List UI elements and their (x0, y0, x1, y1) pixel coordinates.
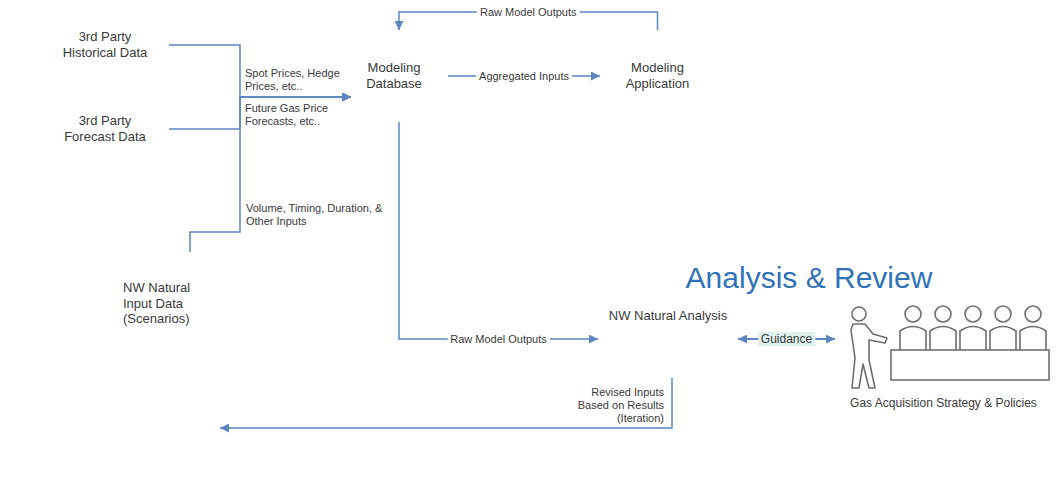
node-label: Modeling Application (610, 60, 705, 91)
text-block: 3rd Party Forecast Data (53, 113, 157, 144)
people-group: Gas Acquisition Strategy & Policies (835, 300, 1052, 412)
seated-people (900, 306, 1046, 350)
head (852, 307, 866, 321)
edge-label: Volume, Timing, Duration, & Other Inputs (246, 202, 391, 228)
meeting-table (891, 350, 1049, 380)
edge-label: Spot Prices, Hedge Prices, etc.. (245, 67, 345, 93)
node-label: NW Natural Input Data (Scenarios) (123, 280, 212, 327)
stored-data-shape: 3rd Party Forecast Data (33, 92, 177, 166)
text-block: 3rd Party Historical Data (53, 29, 157, 60)
text-block: Modeling Database (366, 60, 422, 91)
text-block: NW Natural Input Data (Scenarios) (123, 280, 212, 327)
connectors (169, 12, 835, 428)
edge-label: Aggregated Inputs (476, 70, 572, 83)
edge-label: Raw Model Outputs (447, 333, 550, 346)
seated-person (1020, 306, 1046, 350)
edge-label: Revised Inputs Based on Results (Iterati… (564, 386, 664, 425)
seated-person (930, 306, 956, 350)
document-page (145, 252, 250, 423)
seated-person (960, 306, 986, 350)
process-box: Modeling Application (600, 30, 715, 122)
multi-document: NW Natural Input Data (Scenarios) (115, 252, 250, 445)
analysis-box: NW Natural Analysis (598, 300, 738, 378)
seated-person (990, 306, 1016, 350)
review-panel: NW Natural AnalysisGas Acquisition Strat… (560, 258, 1058, 456)
text-block: Analysis & Review (560, 260, 1058, 296)
standing-person (851, 307, 887, 388)
text-block: Gas Acquisition Strategy & Policies (837, 396, 1050, 410)
flow-arrow (169, 97, 351, 129)
edge-label: Future Gas Price Forecasts, etc.. (245, 102, 345, 128)
node-label: 3rd Party Forecast Data (53, 113, 157, 144)
document-page (115, 272, 220, 443)
body (851, 324, 887, 388)
edge-label: Guidance (758, 332, 815, 346)
process-box-border (601, 31, 715, 122)
stored-data-shape-border (40, 8, 177, 82)
flow-arrow (169, 45, 351, 97)
flow-arrow (399, 122, 598, 339)
seated-person (900, 306, 926, 350)
text-block: NW Natural Analysis (606, 308, 730, 324)
stored-data-shape-border (40, 92, 177, 166)
text-block: Modeling Application (610, 60, 705, 91)
node-label: 3rd Party Historical Data (53, 29, 157, 60)
panel-heading: Analysis & Review (560, 260, 1058, 296)
edge-label: Raw Model Outputs (477, 6, 580, 19)
node-label: Modeling Database (366, 60, 422, 91)
database-cylinder: Modeling Database (350, 30, 448, 122)
flow-arrow (220, 378, 672, 428)
node-label: NW Natural Analysis (606, 308, 730, 324)
database-cylinder-border (350, 30, 448, 122)
panel-fill (560, 258, 1058, 456)
flow-arrow (190, 97, 351, 252)
stored-data-shape: 3rd Party Historical Data (33, 8, 177, 82)
node-label: Gas Acquisition Strategy & Policies (837, 396, 1050, 410)
people-figure (835, 300, 1052, 392)
cylinder-end (424, 30, 436, 122)
panel-border (561, 259, 1058, 456)
analysis-box-border (599, 301, 738, 378)
